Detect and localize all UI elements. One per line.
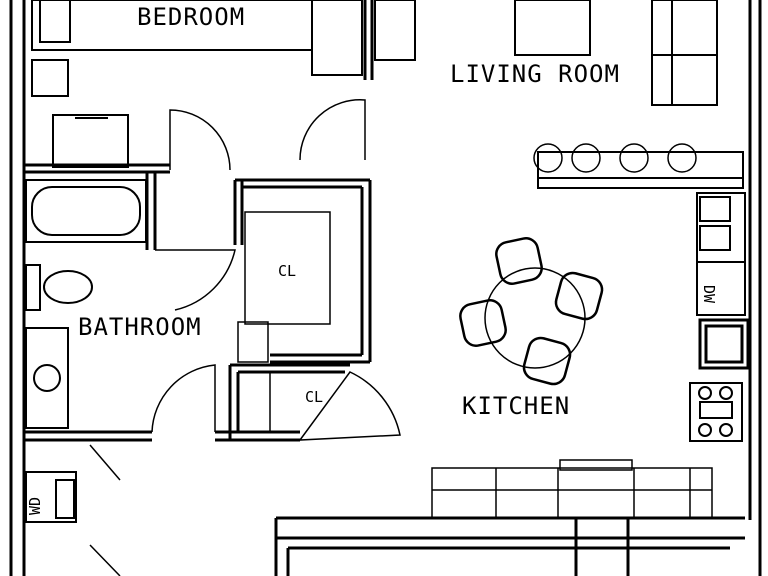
closet-lower-walls	[215, 363, 350, 442]
door-arc-bedroom	[169, 109, 231, 171]
toilet	[25, 264, 93, 311]
closet-label-lower: CL	[305, 388, 324, 406]
kitchen-counter-lower	[431, 459, 713, 519]
room-label-bedroom: BEDROOM	[137, 3, 246, 31]
refrigerator	[698, 318, 750, 370]
closet-label-upper: CL	[278, 262, 297, 280]
exterior-walls	[9, 0, 762, 576]
bathroom-walls	[24, 172, 157, 442]
sink	[25, 327, 69, 429]
tv-stand	[514, 0, 591, 56]
room-label-kitchen: KITCHEN	[462, 392, 571, 420]
washer-dryer-label: WD	[26, 496, 45, 516]
dining-chairs	[459, 237, 604, 386]
nightstand	[31, 59, 69, 97]
stove	[689, 382, 743, 442]
closet-upper-walls	[233, 178, 372, 364]
room-label-bathroom: BATHROOM	[78, 313, 202, 341]
bottom-structure	[274, 516, 745, 576]
bar-counter	[537, 151, 744, 189]
door-arc-bathroom	[155, 249, 236, 311]
closet-bedroom	[311, 0, 363, 76]
door-arc-bathroom-lower	[151, 364, 216, 433]
kitchen-cabinets-right	[696, 192, 746, 316]
dresser	[52, 114, 129, 168]
door-arc-closet	[299, 99, 366, 161]
bathtub	[25, 179, 147, 243]
dishwasher-label: DW	[700, 284, 719, 304]
door-arc-closet-lower	[298, 371, 401, 441]
room-label-living-room: LIVING ROOM	[450, 60, 620, 88]
bar-stools	[533, 143, 697, 173]
sofa	[651, 0, 718, 106]
washer-dryer	[25, 471, 77, 523]
